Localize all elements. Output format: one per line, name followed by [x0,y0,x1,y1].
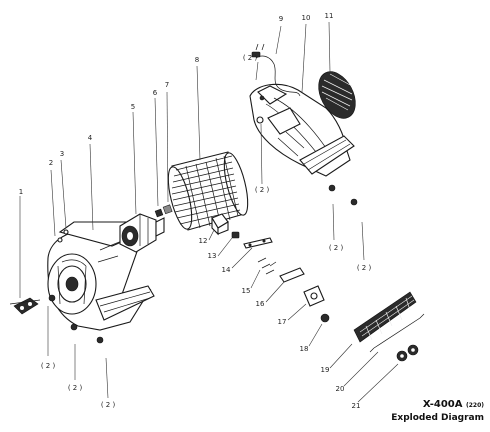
label-part-9: 9 [279,15,283,23]
label-part-10: 10 [302,14,311,22]
label-part-19: 19 [321,366,330,374]
leader-lines [19,21,399,403]
support-rod [369,313,425,353]
label-part-3: 3 [60,150,64,158]
label-part-14: 14 [222,266,231,274]
filter-frame [353,291,417,343]
qty-callout: ( 2 ) [255,186,270,194]
power-cord [251,43,301,97]
rear-grille [318,71,356,119]
label-part-21: 21 [352,402,361,410]
label-part-8: 8 [195,56,199,64]
label-part-13: 13 [208,252,217,260]
qty-callout: ( 2 ) [357,264,372,272]
motor [119,213,165,253]
mounting-bracket [9,297,41,315]
label-part-16: 16 [256,300,265,308]
qty-callout: ( 2 ) [101,401,116,409]
label-part-5: 5 [131,103,135,111]
right-housing [249,83,355,177]
label-part-4: 4 [88,134,93,142]
label-part-1: 1 [19,188,23,196]
diagram-subtitle: Exploded Diagram [391,413,484,423]
diagram-caption: X-400A (220) Exploded Diagram [391,399,484,424]
label-part-12: 12 [199,237,208,245]
left-housing [47,221,155,331]
qty-callout: ( 2 ) [68,384,83,392]
quantity-callouts: ( 2 ) ( 2 ) ( 2 ) ( 2 ) ( 2 ) ( 2 ) ( 2 … [41,54,372,409]
model-voltage: (220) [465,402,484,409]
label-part-2: 2 [49,159,53,167]
label-part-20: 20 [336,385,345,393]
shaft-parts [154,204,173,218]
label-part-11: 11 [325,12,334,20]
label-part-17: 17 [278,318,287,326]
blower-wheel [167,151,249,231]
qty-callout: ( 2 ) [243,54,258,62]
label-part-7: 7 [165,81,169,89]
qty-callout: ( 2 ) [329,244,344,252]
label-part-15: 15 [242,287,251,295]
label-part-6: 6 [153,89,158,97]
washers [396,344,419,362]
right-feet [328,184,358,206]
part-number-labels: 1 2 3 4 5 6 7 8 9 10 11 12 13 14 15 16 1… [19,12,361,410]
left-feet [48,294,104,344]
label-part-18: 18 [300,345,309,353]
qty-callout: ( 2 ) [41,362,56,370]
model-name: X-400A [422,399,463,410]
small-parts [211,213,330,323]
model-label: X-400A (220) [391,399,484,412]
